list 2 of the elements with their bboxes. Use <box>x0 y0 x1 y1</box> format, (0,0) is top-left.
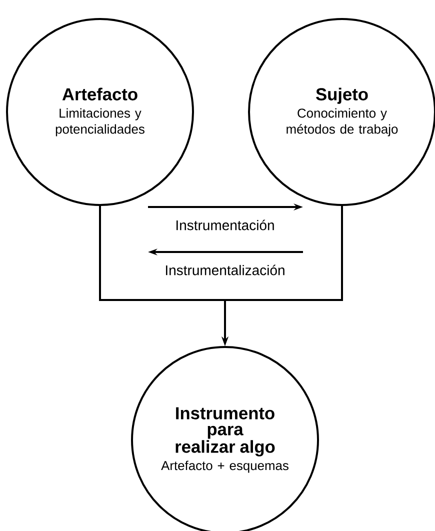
edge-label: Instrumentalización <box>163 263 287 277</box>
edge-label: Instrumentación <box>174 218 276 232</box>
